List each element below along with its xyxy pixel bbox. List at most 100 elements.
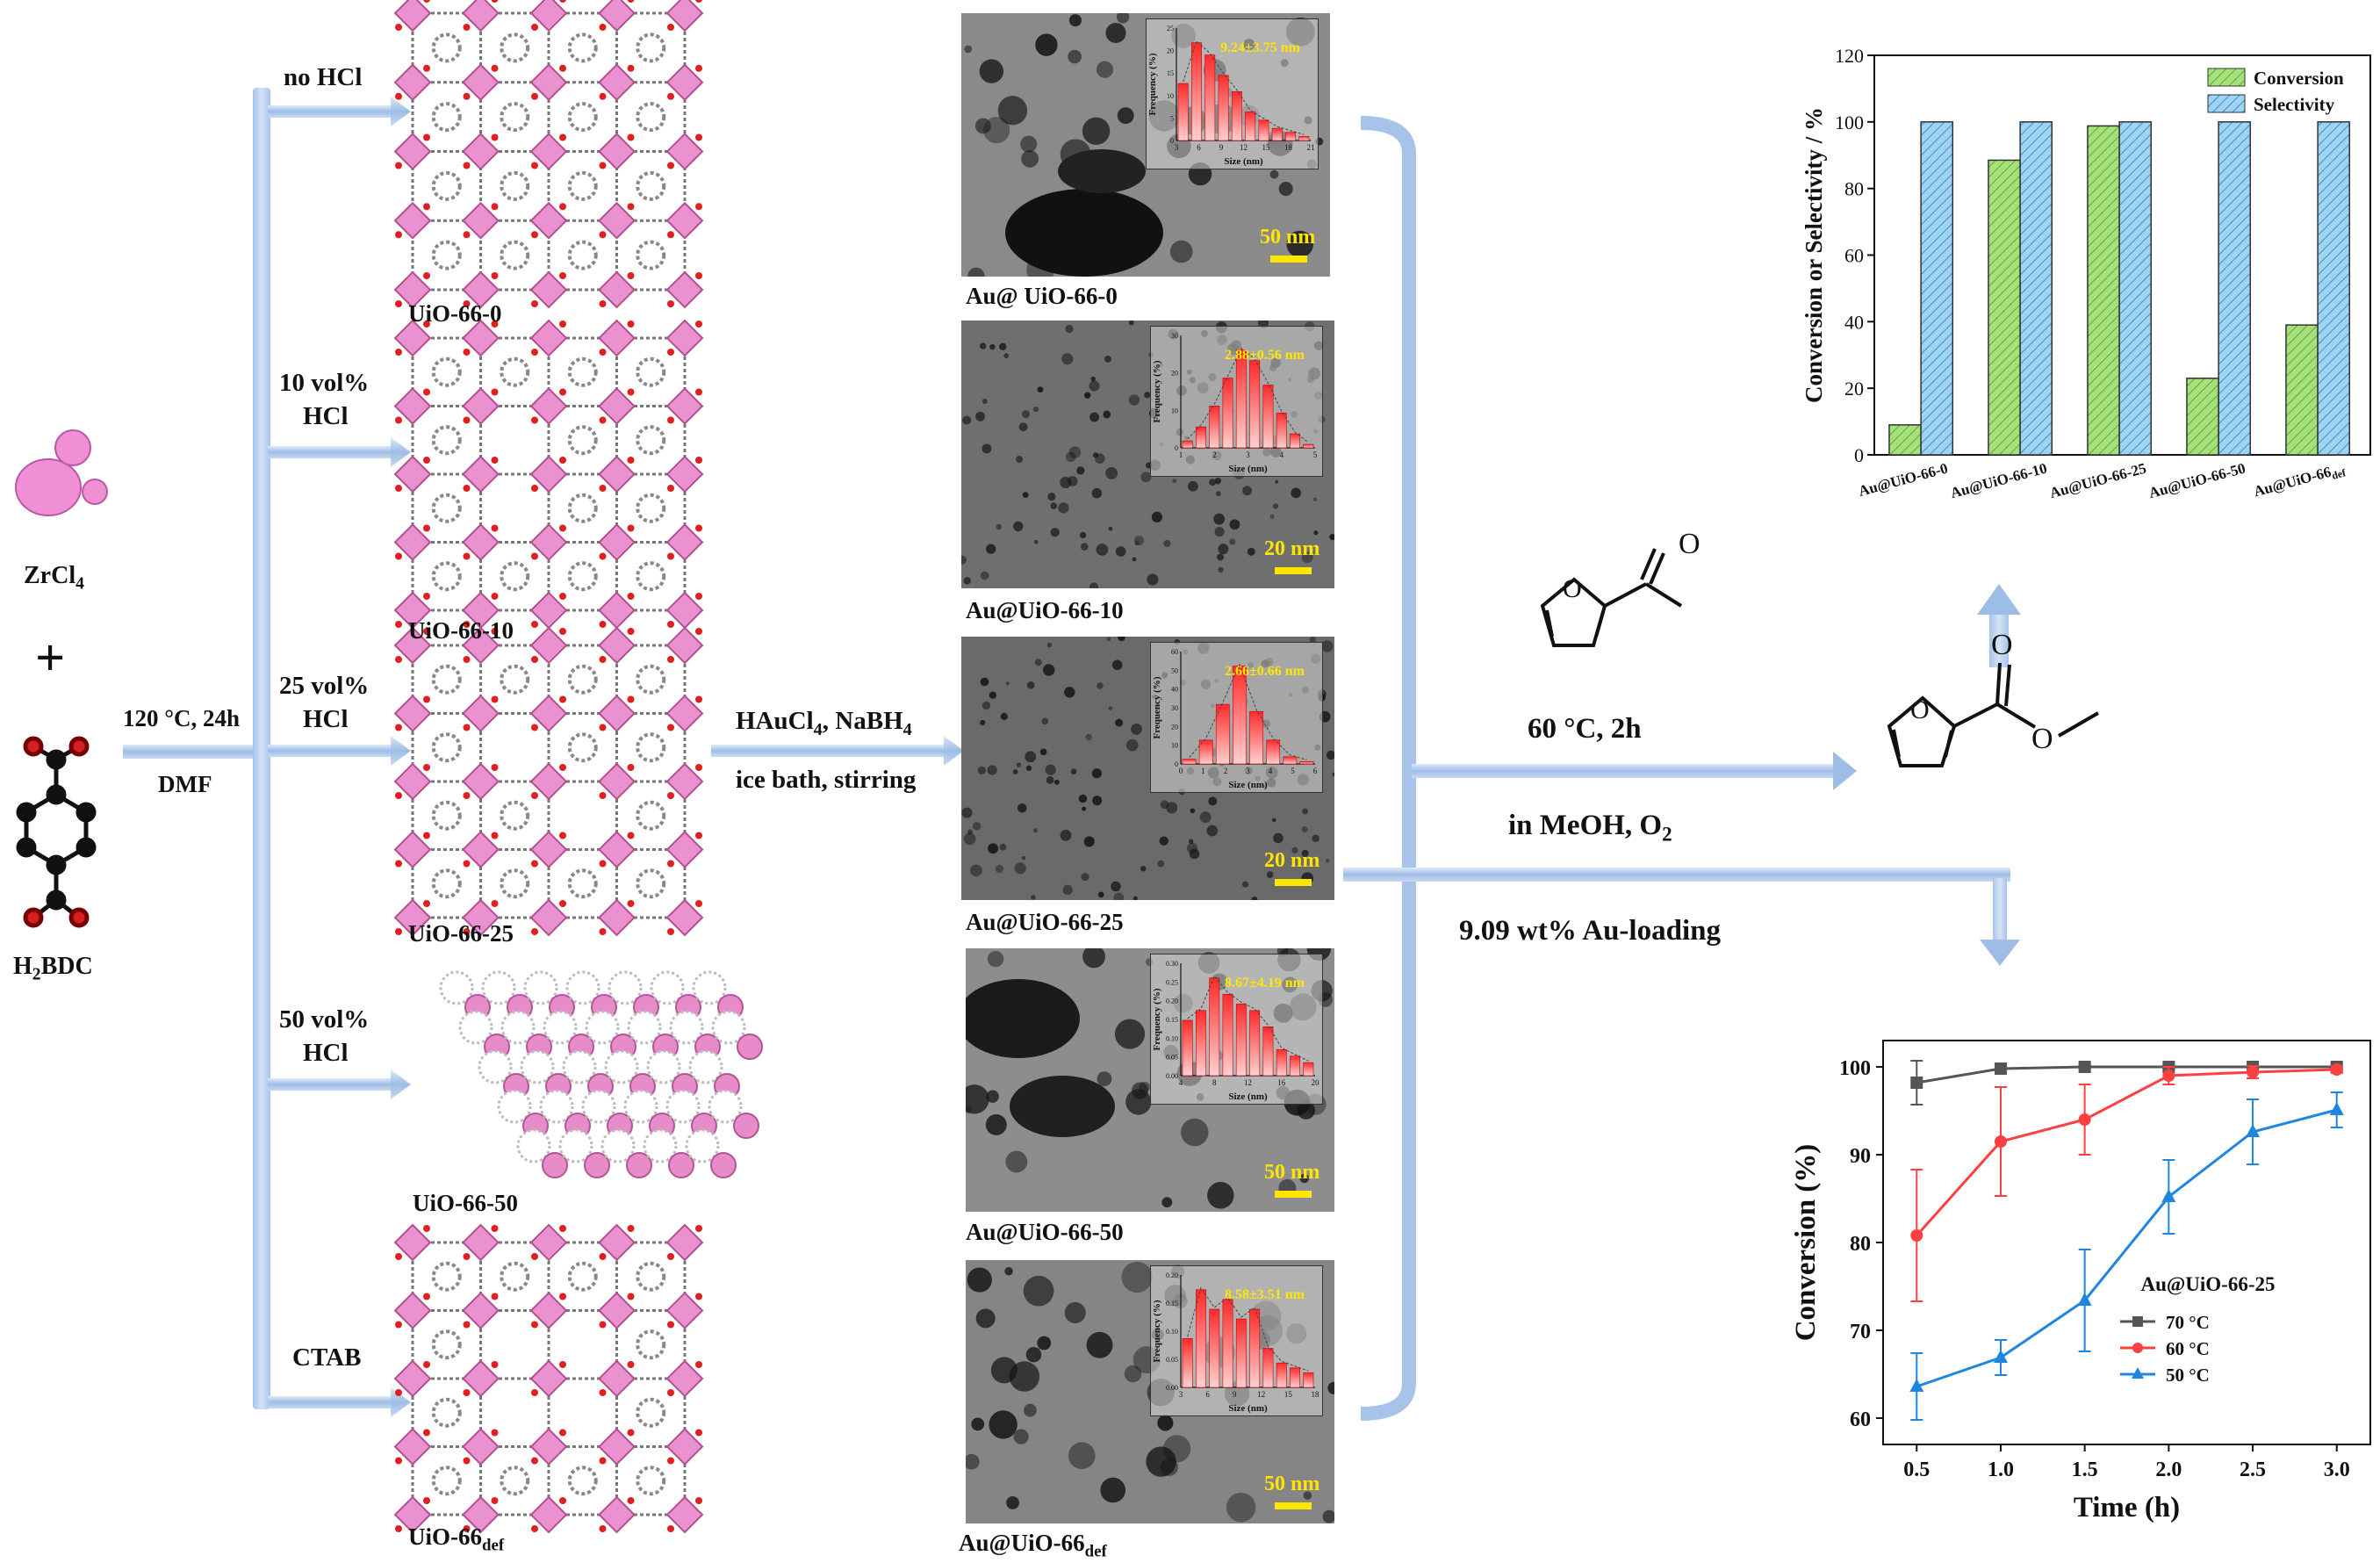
histogram-bar [1298, 136, 1310, 141]
histogram-bar [1190, 42, 1202, 141]
route-condition-2b: HCl [303, 705, 349, 733]
line-legend-marker [2132, 1367, 2144, 1379]
line-y-tick-label: 100 [1839, 1057, 1871, 1080]
histogram-bar [1290, 433, 1300, 449]
histogram-x-tick: 5 [1291, 767, 1295, 775]
histogram-bar [1195, 426, 1206, 449]
furfural-o-aldehyde: O [1679, 528, 1701, 560]
histogram-bar [1235, 1318, 1247, 1388]
mean-size-label-2: 2.66±0.66 nm [1225, 664, 1305, 679]
histogram-bar [1231, 91, 1242, 141]
histogram-y-tick: 0.05 [1166, 1054, 1178, 1062]
line-x-axis-label: Time (h) [2074, 1492, 2180, 1523]
histogram-bar [1235, 1004, 1247, 1077]
route-condition-3b: HCl [303, 1039, 349, 1067]
bar-y-tick-label: 40 [1844, 311, 1864, 333]
data-point [1910, 1229, 1923, 1242]
histogram-y-label: Frequency (%) [1152, 1300, 1162, 1362]
line-x-tick-label: 0.5 [1903, 1459, 1930, 1481]
bar-x-tick-label: Au@UiO-66-50 [2147, 460, 2247, 502]
route-condition-1a: 10 vol% [279, 369, 370, 397]
histogram-x-tick: 4 [1269, 767, 1273, 775]
bar-conversion [1888, 424, 1922, 456]
histogram-bar [1303, 1062, 1314, 1077]
line-x-tick-label: 2.0 [2155, 1459, 2182, 1481]
histogram-y-tick: 40 [1171, 686, 1178, 694]
bar-legend-label: Selectivity [2254, 94, 2335, 115]
histogram-y-tick: 20 [1171, 370, 1178, 378]
histogram-y-tick: 10 [1171, 742, 1178, 750]
line-legend-label: 70 °C [2166, 1312, 2210, 1333]
mof-lattice-3 [439, 970, 763, 1178]
mean-size-label-1: 2.88±0.56 nm [1225, 348, 1305, 363]
histogram-bar [1285, 132, 1296, 141]
histogram-x-tick: 6 [1313, 767, 1318, 775]
line-legend-marker [2132, 1316, 2143, 1327]
histogram-y-tick: 0.30 [1166, 960, 1178, 968]
route-condition-1b: HCl [303, 402, 349, 430]
route-condition-2a: 25 vol% [279, 672, 370, 700]
histogram-y-tick: 0.20 [1166, 1271, 1178, 1279]
mean-size-label-0: 9.24±3.75 nm [1220, 40, 1301, 55]
histogram-y-tick: 10 [1167, 92, 1174, 100]
histogram-y-label: Frequency (%) [1147, 53, 1158, 115]
bar-legend-swatch [2207, 94, 2246, 113]
data-point [2162, 1070, 2175, 1082]
histogram-bar [1195, 1010, 1206, 1077]
histogram-bar [1303, 1372, 1314, 1388]
histogram-x-tick: 0 [1179, 767, 1183, 775]
histogram-y-tick: 0.10 [1166, 1034, 1178, 1042]
furoate-o-ring: O [1910, 695, 1930, 724]
line-y-tick-label: 80 [1850, 1233, 1871, 1256]
histogram-y-tick: 0.10 [1166, 1328, 1178, 1336]
histogram-bar [1209, 977, 1220, 1077]
histogram-bar [1262, 1348, 1274, 1388]
histogram-y-tick: 0.15 [1166, 1300, 1178, 1307]
route-condition-0: no HCl [284, 63, 363, 91]
histogram-y-tick: 0 [1175, 444, 1178, 452]
au-loading-label: 9.09 wt% Au-loading [1459, 915, 1721, 947]
histogram-x-tick: 16 [1277, 1078, 1286, 1087]
data-point [2161, 1189, 2176, 1202]
histogram-x-tick: 15 [1262, 143, 1271, 152]
histogram-x-label: Size (nm) [1228, 1403, 1268, 1414]
histogram-bar [1249, 1010, 1261, 1077]
histogram-x-tick: 5 [1313, 450, 1318, 459]
histogram-fit-curve [1187, 975, 1309, 1062]
histogram-bar [1195, 1289, 1206, 1388]
histogram-bar [1222, 993, 1233, 1077]
line-y-tick-label: 90 [1850, 1145, 1871, 1168]
reaction-condition-1: 60 °C, 2h [1528, 713, 1642, 745]
reaction-condition-2: in MeOH, O2 [1508, 810, 1672, 846]
histogram-bar [1276, 412, 1287, 449]
synthesis-solvent-label: DMF [158, 771, 212, 797]
histogram-x-tick: 9 [1219, 143, 1224, 152]
bar-x-tick-label: Au@UiO-66-10 [1949, 460, 2049, 502]
histogram-bar [1233, 666, 1247, 765]
loading-conditions: ice bath, stirring [736, 766, 917, 794]
plus-sign: + [35, 629, 66, 687]
loading-arrow [711, 736, 964, 766]
histogram-y-tick: 0.20 [1166, 998, 1178, 1005]
product-label-0: UiO-66-0 [408, 300, 502, 327]
histogram-y-tick: 0.15 [1166, 1016, 1178, 1024]
scale-bar-1 [1275, 567, 1312, 574]
product-label-2: UiO-66-25 [408, 920, 514, 947]
histogram-y-tick: 0.00 [1166, 1072, 1178, 1080]
series-line-0 [1916, 1065, 2337, 1084]
bar-x-tick-label: Au@UiO-66-0 [1857, 460, 1950, 500]
histogram-y-tick: 0 [1170, 137, 1174, 145]
histogram-y-tick: 30 [1171, 332, 1178, 340]
scale-bar-label-4: 50 nm [1264, 1473, 1320, 1495]
histogram-bar [1177, 83, 1189, 141]
furfural-o-ring: O [1563, 574, 1582, 603]
histogram-x-label: Size (nm) [1224, 156, 1263, 167]
data-point [2078, 1061, 2091, 1073]
histogram-x-tick: 4 [1280, 450, 1284, 459]
